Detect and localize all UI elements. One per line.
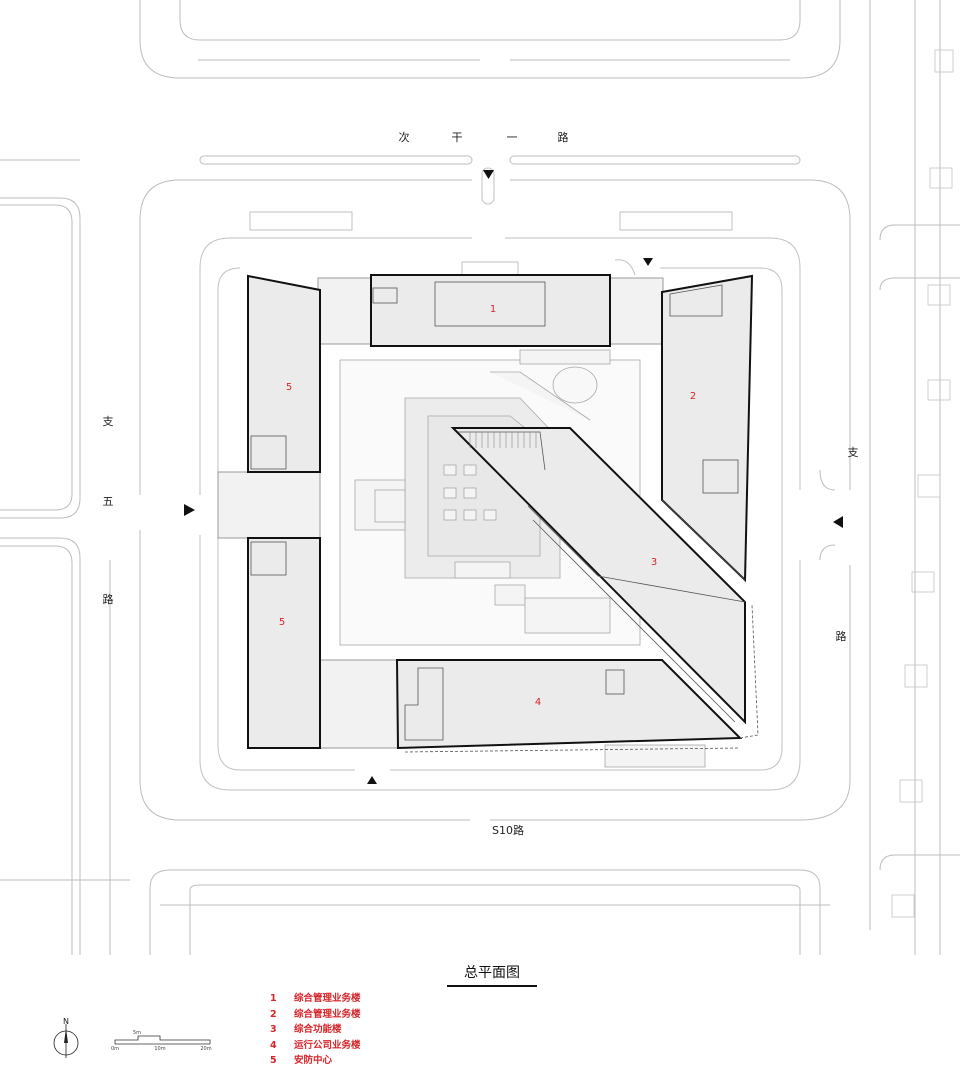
legend-number: 5 — [270, 1055, 277, 1066]
legend-item: 1 综合管理业务楼 — [270, 991, 361, 1007]
scale-tick-20: 20m — [200, 1046, 211, 1052]
legend-number: 1 — [270, 993, 277, 1004]
building-3-label: 3 — [651, 557, 657, 568]
plan-title: 总平面图 — [447, 962, 537, 987]
building-1 — [370, 274, 611, 347]
road-east-char-1: 支 — [848, 446, 859, 459]
entrance-arrows — [184, 170, 843, 784]
road-east-char-2: 路 — [836, 630, 847, 643]
site-plan: 次 干 一 路 支 五 路 支 路 S10路 1 2 3 4 5 5 — [0, 0, 960, 955]
building-4-label: 4 — [535, 697, 541, 708]
legend-name: 综合功能楼 — [294, 1024, 342, 1035]
legend-item: 5 安防中心 — [270, 1053, 361, 1069]
road-west-char-3: 路 — [103, 593, 114, 606]
entrance-arrow-south — [367, 776, 377, 784]
building-1-label: 1 — [490, 304, 496, 315]
surrounding-blocks — [0, 0, 960, 955]
building-2-label: 2 — [690, 391, 696, 402]
road-west-char-2: 五 — [103, 495, 114, 508]
north-arrow-icon: N — [53, 1017, 79, 1058]
building-5-south — [247, 537, 321, 749]
entrance-arrow-northeast — [643, 258, 653, 266]
corridors — [217, 277, 664, 749]
north-arrow-and-scale: N 5m 0m 10m 20m — [53, 1017, 212, 1058]
road-north-char-1: 次 — [399, 130, 410, 144]
scale-bar — [114, 1035, 211, 1045]
road-west-char-1: 支 — [103, 415, 114, 428]
site-roads — [199, 167, 801, 791]
legend-item: 3 综合功能楼 — [270, 1022, 361, 1038]
building-4 — [395, 659, 743, 750]
legend-item: 2 综合管理业务楼 — [270, 1007, 361, 1023]
scale-mid-label: 5m — [133, 1030, 141, 1036]
legend-number: 2 — [270, 1008, 277, 1020]
neighbor-structures — [891, 49, 954, 918]
buildings — [247, 274, 754, 750]
entrance-arrow-west — [184, 504, 195, 516]
building-5-north — [247, 274, 321, 473]
scale-tick-10: 10m — [154, 1046, 165, 1052]
legend-name: 运行公司业务楼 — [294, 1039, 361, 1051]
legend-number: 4 — [270, 1039, 277, 1051]
stair-hatching — [469, 432, 537, 448]
legend-name: 综合管理业务楼 — [294, 993, 361, 1004]
road-south-label: S10路 — [492, 824, 524, 837]
scale-tick-0: 0m — [111, 1046, 119, 1052]
building-5-north-label: 5 — [286, 382, 292, 393]
entrance-arrow-north — [483, 170, 494, 179]
legend: 1 综合管理业务楼 2 综合管理业务楼 3 综合功能楼 4 运行公司业务楼 5 安防中心 — [270, 991, 361, 1069]
legend-name: 综合管理业务楼 — [294, 1008, 361, 1020]
road-north-char-4: 路 — [558, 131, 569, 144]
legend-name: 安防中心 — [294, 1055, 333, 1066]
building-5-south-label: 5 — [279, 617, 285, 628]
legend-item: 4 运行公司业务楼 — [270, 1038, 361, 1054]
road-north-char-3: 一 — [507, 131, 518, 144]
north-label: N — [63, 1017, 69, 1026]
entrance-arrow-east — [833, 516, 843, 528]
road-north-char-2: 干 — [452, 131, 463, 144]
building-details — [250, 281, 759, 753]
legend-number: 3 — [270, 1024, 277, 1035]
